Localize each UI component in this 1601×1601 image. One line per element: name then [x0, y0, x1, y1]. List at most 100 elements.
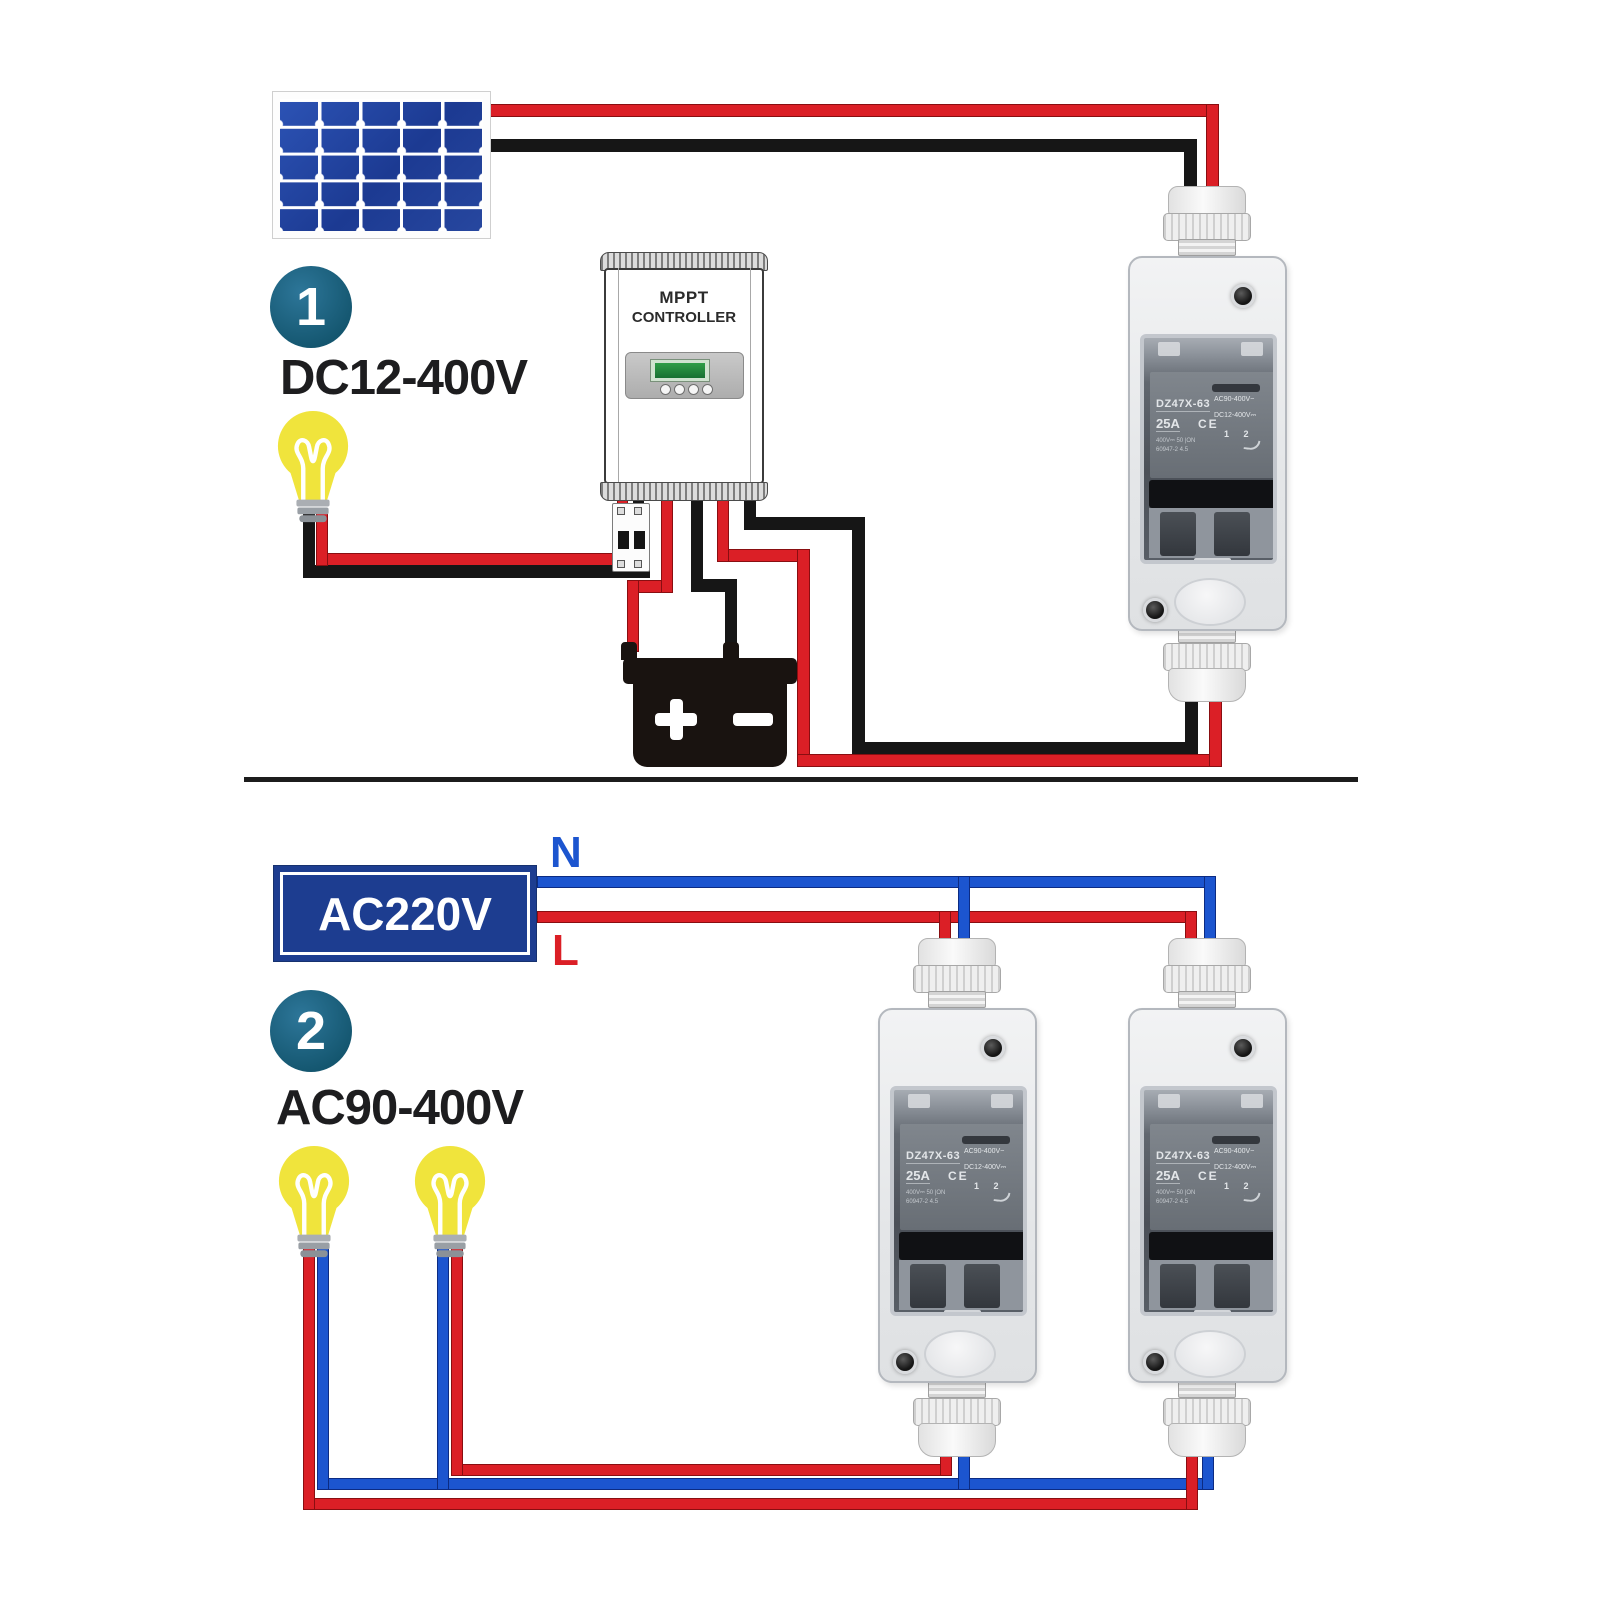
breaker-face: DZ47X-63 25A CE AC90-400V~ DC12-400V⎓ 1 … [900, 1124, 1023, 1230]
wire-bulb1-red-v2 [303, 1244, 315, 1510]
mppt-button-icon [674, 384, 685, 395]
mppt-button-icon [660, 384, 671, 395]
breaker-window: DZ47X-63 25A CE AC90-400V~ DC12-400V⎓ 1 … [1140, 334, 1277, 564]
label-dc-range: DC12-400V [280, 351, 528, 405]
vent-slot [962, 1136, 1010, 1144]
cable-gland-bottom [1161, 1381, 1253, 1457]
wire-breaker1-red-v3 [1209, 696, 1222, 767]
wire-neutral-h [537, 876, 1216, 888]
vent-slot [1212, 384, 1260, 392]
wire-blue-return-h [317, 1478, 1214, 1490]
wire-breaker1-black-v2 [852, 517, 865, 755]
bottom-tab [1194, 558, 1231, 560]
mppt-bottom-cap [600, 482, 768, 501]
breaker-enclosure-1: DZ47X-63 25A CE AC90-400V~ DC12-400V⎓ 1 … [1128, 256, 1287, 631]
light-bulb-icon [277, 410, 349, 523]
switch-handle [964, 1264, 1000, 1308]
switch-handle [1160, 512, 1196, 556]
ce-mark: CE [1198, 417, 1219, 431]
breaker-face: DZ47X-63 25A CE AC90-400V~ DC12-400V⎓ 1 … [1150, 1124, 1273, 1230]
small-print: 400V⎓ 50 |ON [1156, 1190, 1196, 1196]
wire-battery-red-v1 [661, 488, 673, 593]
screw-icon [981, 1036, 1005, 1060]
wire-battery-black-v2 [725, 579, 737, 655]
minus-symbol [733, 713, 773, 726]
ac-source-label: AC220V [280, 872, 530, 955]
cable-gland-top [1161, 938, 1253, 1008]
solar-cells [280, 99, 483, 231]
small-print: 60947-2 4.5 [1156, 447, 1189, 453]
breaker-toggle-bar [1149, 1232, 1273, 1260]
wire-pv-negative-h [486, 139, 1197, 152]
wire-breaker1-red-v2 [797, 549, 810, 767]
breaker-dc-rating: DC12-400V⎓ [1214, 1164, 1257, 1171]
switch-handle [1160, 1264, 1196, 1308]
small-print: 400V⎓ 50 |ON [906, 1190, 946, 1196]
enclosure-dome [924, 1330, 996, 1378]
ac-source-box: AC220V [273, 865, 537, 962]
wire-breaker1-black-v3 [1185, 696, 1198, 755]
label-live: L [552, 926, 579, 975]
filament-icon [294, 438, 332, 502]
breaker-current: 25A [906, 1168, 930, 1184]
din-breaker-icon [612, 503, 650, 572]
solar-panel-icon [272, 91, 491, 239]
breaker-ac-rating: AC90-400V~ [964, 1148, 1005, 1155]
small-print: 60947-2 4.5 [1156, 1199, 1189, 1205]
breaker-toggle-bar [1149, 480, 1273, 508]
arrow-squiggle-icon [993, 1191, 1011, 1203]
bottom-tab [944, 1310, 981, 1312]
wire-live-h [537, 911, 1197, 923]
wire-red-bulb1-to-breakerB [303, 1498, 1198, 1510]
light-bulb-icon [414, 1145, 486, 1258]
battery-icon [633, 683, 787, 767]
breaker-enclosure-2: DZ47X-63 25A CE AC90-400V~ DC12-400V⎓ 1 … [878, 1008, 1037, 1383]
screw-icon [1143, 1350, 1167, 1374]
cable-gland-bottom [1161, 626, 1253, 702]
breaker-current: 25A [1156, 416, 1180, 432]
wire-bulb1-blue-v [317, 1244, 329, 1490]
switch-handle [1214, 512, 1250, 556]
light-bulb-icon [278, 1145, 350, 1258]
battery-terminal-negative [723, 642, 739, 660]
bottom-tab [1194, 1310, 1231, 1312]
wire-bulb2-blue-v [437, 1244, 449, 1490]
label-ac-range: AC90-400V [276, 1081, 524, 1135]
ce-mark: CE [948, 1169, 969, 1183]
badge-1-number: 1 [295, 277, 327, 337]
switch-handle [1214, 1264, 1250, 1308]
breaker-face: DZ47X-63 25A CE AC90-400V~ DC12-400V⎓ 1 … [1150, 372, 1273, 478]
switch-handle [910, 1264, 946, 1308]
small-print: 400V⎓ 50 |ON [1156, 438, 1196, 444]
breaker-window: DZ47X-63 25A CE AC90-400V~ DC12-400V⎓ 1 … [890, 1086, 1027, 1316]
cable-gland-top [1161, 186, 1253, 256]
section-divider [244, 777, 1358, 782]
wire-breaker1-red-h2 [797, 754, 1222, 767]
terminal-numbers: 1 2 [974, 1181, 1005, 1191]
breaker-toggle-bar [899, 1232, 1023, 1260]
ce-mark: CE [1198, 1169, 1219, 1183]
breaker-window: DZ47X-63 25A CE AC90-400V~ DC12-400V⎓ 1 … [1140, 1086, 1277, 1316]
arrow-squiggle-icon [1243, 439, 1261, 451]
breaker-model: DZ47X-63 [1156, 1150, 1211, 1164]
breaker-enclosure-3: DZ47X-63 25A CE AC90-400V~ DC12-400V⎓ 1 … [1128, 1008, 1287, 1383]
breaker-dc-rating: DC12-400V⎓ [1214, 412, 1257, 419]
badge-step-2: 2 [270, 990, 352, 1072]
breaker-ac-rating: AC90-400V~ [1214, 1148, 1255, 1155]
battery-terminal-positive [621, 642, 637, 660]
screw-icon [893, 1350, 917, 1374]
small-print: 60947-2 4.5 [906, 1199, 939, 1205]
wire-red-bulb2-to-breakerA [451, 1464, 952, 1476]
battery-top-bar [623, 658, 797, 684]
cable-gland-top [911, 938, 1003, 1008]
breaker-model: DZ47X-63 [1156, 398, 1211, 412]
terminal-numbers: 1 2 [1224, 429, 1255, 439]
wire-bulb1-black-h [303, 565, 650, 578]
breaker-dc-rating: DC12-400V⎓ [964, 1164, 1007, 1171]
mppt-seam-right [750, 268, 751, 484]
screw-icon [1143, 598, 1167, 622]
arrow-squiggle-icon [1243, 1191, 1261, 1203]
enclosure-dome [1174, 578, 1246, 626]
enclosure-dome [1174, 1330, 1246, 1378]
